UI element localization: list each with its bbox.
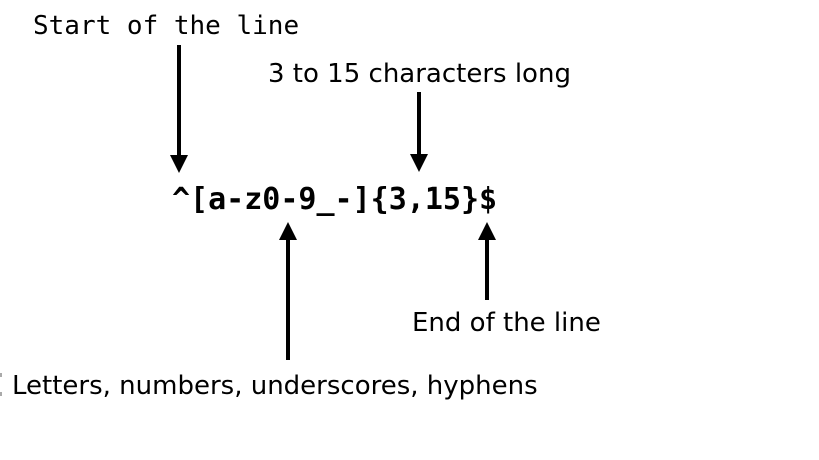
left-edge-artifact bbox=[0, 373, 2, 377]
left-edge-artifact bbox=[0, 392, 2, 396]
length-quantifier-label: 3 to 15 characters long bbox=[268, 59, 571, 89]
arrow-shaft bbox=[177, 45, 181, 157]
arrow-up-icon bbox=[279, 222, 297, 240]
arrow-shaft bbox=[485, 238, 489, 300]
character-class-label: Letters, numbers, underscores, hyphens bbox=[12, 371, 538, 401]
arrow-shaft bbox=[417, 92, 421, 156]
arrow-down-icon bbox=[170, 155, 188, 173]
arrow-shaft bbox=[286, 238, 290, 360]
end-of-line-label: End of the line bbox=[412, 308, 601, 338]
regex-pattern-text: ^[a-z0-9_-]{3,15}$ bbox=[172, 182, 498, 217]
arrow-down-icon bbox=[410, 154, 428, 172]
start-of-line-label: Start of the line bbox=[33, 11, 300, 41]
arrow-up-icon bbox=[478, 222, 496, 240]
